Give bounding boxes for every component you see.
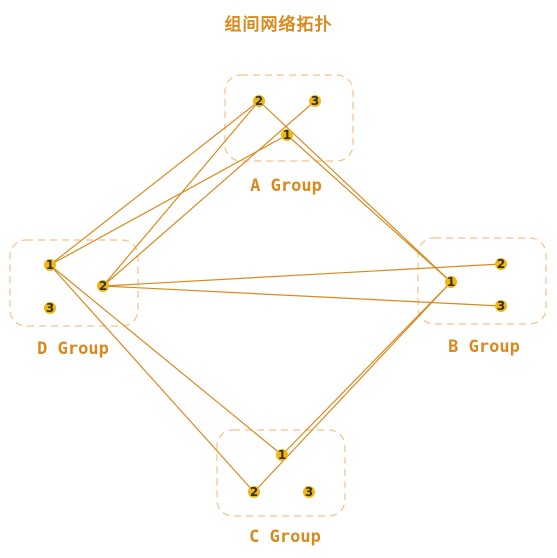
node-label: 1 (46, 258, 54, 272)
node-label: 2 (250, 485, 258, 499)
group-label-d: D Group (37, 339, 109, 359)
edge-a1-d1 (49, 134, 288, 266)
node-dot (303, 486, 315, 498)
node-d2[interactable]: 2 (97, 279, 109, 293)
diagram-title: 组间网络拓扑 (224, 15, 333, 35)
node-label: 1 (278, 448, 286, 462)
node-label: 1 (283, 128, 291, 142)
node-b3[interactable]: 3 (495, 299, 507, 313)
node-dot (309, 95, 321, 107)
group-box-d (9, 239, 139, 327)
node-d3[interactable]: 3 (44, 301, 56, 315)
group-label-c: C Group (249, 527, 321, 547)
group-labels: A Group B Group C Group D Group (37, 176, 520, 547)
edges (49, 100, 502, 493)
node-label: 2 (497, 257, 505, 271)
node-a2[interactable]: 2 (253, 94, 265, 108)
node-c2[interactable]: 2 (248, 485, 260, 499)
node-c3[interactable]: 3 (303, 485, 315, 499)
node-label: 2 (255, 94, 263, 108)
node-dot (276, 449, 288, 461)
group-label-b: B Group (448, 337, 520, 357)
node-label: 1 (447, 275, 455, 289)
edge-b1-c1 (281, 281, 452, 456)
node-label: 3 (311, 94, 319, 108)
node-dot (253, 95, 265, 107)
node-b2[interactable]: 2 (495, 257, 507, 271)
group-label-a: A Group (250, 176, 322, 196)
node-dot (44, 302, 56, 314)
node-dot (97, 280, 109, 292)
edge-d1-c1 (49, 264, 283, 456)
group-box-b (417, 237, 547, 325)
node-c1[interactable]: 1 (276, 448, 288, 462)
group-boxes (9, 74, 547, 517)
node-d1[interactable]: 1 (44, 258, 56, 272)
node-label: 3 (305, 485, 313, 499)
node-a1[interactable]: 1 (281, 128, 293, 142)
edge-d2-b2 (102, 263, 502, 287)
edge-a3-d2 (102, 100, 316, 287)
nodes: 1 2 3 1 2 3 1 2 3 1 2 3 (44, 94, 507, 499)
node-label: 2 (99, 279, 107, 293)
node-label: 3 (46, 301, 54, 315)
node-dot (44, 259, 56, 271)
edge-d1-c2 (49, 264, 255, 493)
edge-d2-b3 (102, 285, 502, 307)
node-dot (445, 276, 457, 288)
node-label: 3 (497, 299, 505, 313)
node-dot (248, 486, 260, 498)
group-box-a (224, 74, 354, 162)
node-dot (281, 129, 293, 141)
node-dot (495, 300, 507, 312)
node-b1[interactable]: 1 (445, 275, 457, 289)
edge-a2-d1 (49, 100, 260, 266)
group-box-c (216, 429, 346, 517)
node-a3[interactable]: 3 (309, 94, 321, 108)
node-dot (495, 258, 507, 270)
edge-a1-b1 (286, 134, 452, 283)
